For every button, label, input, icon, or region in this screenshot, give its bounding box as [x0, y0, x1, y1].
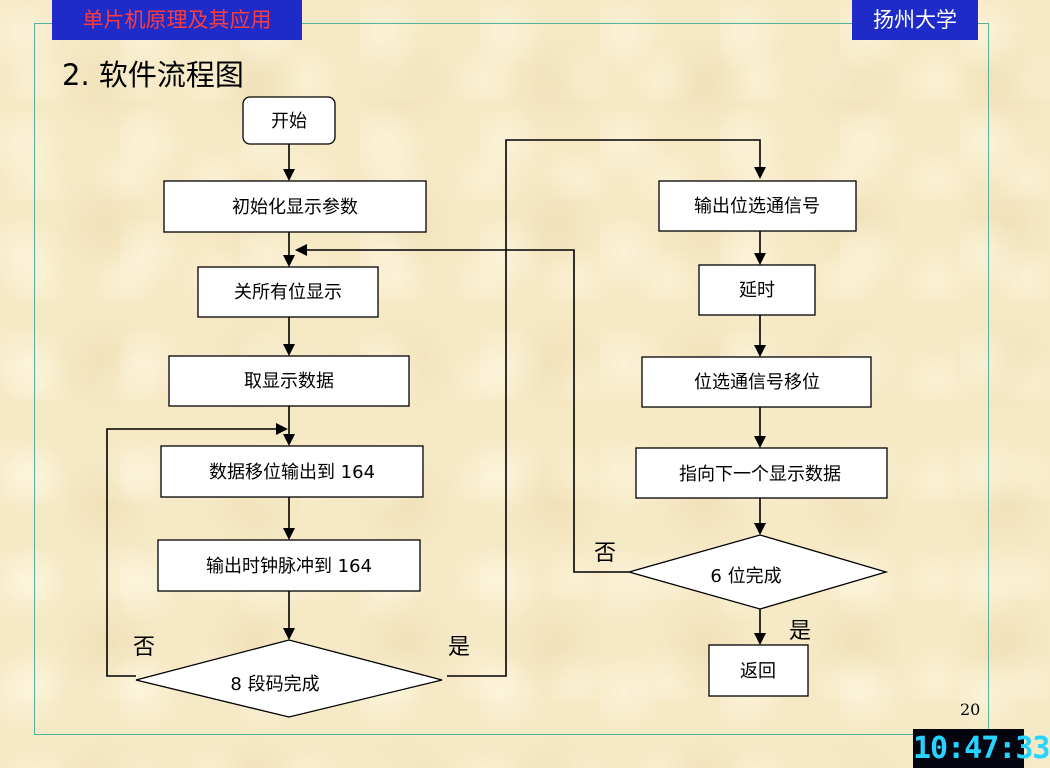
bit-select-label: 输出位选通信号 — [694, 196, 820, 217]
shift-out-label: 数据移位输出到 164 — [209, 462, 375, 483]
next-data-label: 指向下一个显示数据 — [679, 464, 841, 485]
clock-out-label: 输出时钟脉冲到 164 — [206, 556, 372, 577]
bit-select-node: 输出位选通信号 — [658, 180, 857, 232]
close-all-label: 关所有位显示 — [234, 282, 342, 303]
return-node: 返回 — [708, 644, 809, 697]
decision-6-no-label: 否 — [594, 541, 616, 566]
start-label: 开始 — [271, 111, 307, 132]
page-number: 20 — [960, 700, 981, 719]
arrow-8-yes — [447, 139, 766, 677]
course-header: 单片机原理及其应用 — [52, 0, 302, 40]
init-label: 初始化显示参数 — [232, 197, 358, 218]
decision-6-yes-label: 是 — [789, 619, 811, 644]
delay-label: 延时 — [739, 280, 775, 301]
school-header: 扬州大学 — [852, 0, 978, 40]
delay-node: 延时 — [698, 264, 816, 316]
decision-8-no-label: 否 — [133, 635, 155, 660]
slide-frame — [34, 23, 989, 735]
get-data-label: 取显示数据 — [244, 371, 334, 392]
decision-6-node: 6 位完成 — [626, 534, 889, 610]
decision-8-node: 8 段码完成 — [135, 639, 443, 718]
decision-8-yes-label: 是 — [448, 635, 470, 660]
shift-select-label: 位选通信号移位 — [694, 372, 820, 393]
loop-8-no — [106, 423, 288, 677]
flowchart: 开始 初始化显示参数 关所有位显示 取显示数据 数据移位输出到 164 输出时钟… — [106, 96, 889, 718]
slide-title: 2. 软件流程图 — [62, 58, 244, 92]
clock-display: 10:47:33 — [913, 729, 1050, 768]
get-data-node: 取显示数据 — [168, 355, 410, 407]
init-node: 初始化显示参数 — [163, 180, 427, 233]
next-data-node: 指向下一个显示数据 — [635, 447, 888, 499]
decision-8-label: 8 段码完成 — [230, 674, 319, 695]
return-label: 返回 — [740, 661, 776, 682]
clock-out-node: 输出时钟脉冲到 164 — [157, 539, 421, 592]
shift-out-node: 数据移位输出到 164 — [160, 445, 424, 498]
shift-select-node: 位选通信号移位 — [641, 356, 872, 408]
loop-6-no — [295, 244, 629, 573]
decision-6-label: 6 位完成 — [710, 566, 781, 587]
close-all-node: 关所有位显示 — [197, 266, 379, 318]
start-node: 开始 — [242, 96, 336, 145]
